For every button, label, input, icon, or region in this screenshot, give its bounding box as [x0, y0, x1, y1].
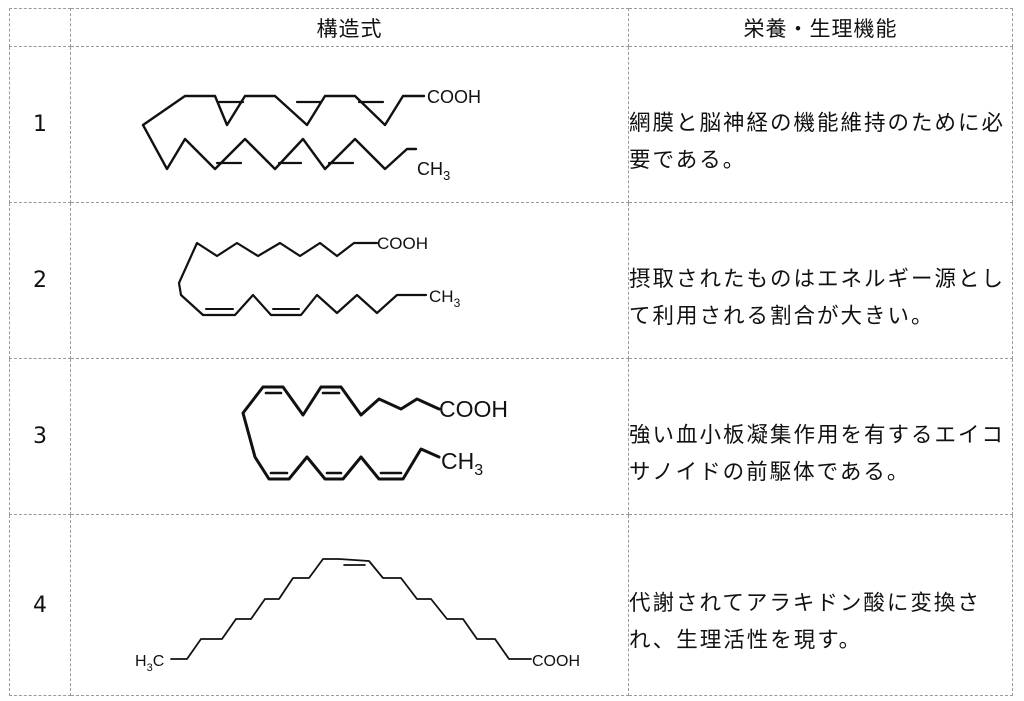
- methyl-label: CH3: [429, 287, 461, 310]
- carboxyl-label: COOH: [439, 396, 508, 422]
- structural-formula-1: COOH CH3: [141, 87, 481, 183]
- row-number: 4: [9, 514, 71, 696]
- header-cell-number: [9, 8, 71, 47]
- table-row: 3 COOH CH3 強い血小板凝集作用: [9, 358, 1013, 515]
- table-row: 2 COOH CH3 摂取されたものはエネルギー源として利用される割合が大きい。: [9, 202, 1013, 359]
- structural-formula-cell: COOH CH3: [70, 358, 629, 515]
- fatty-acid-table: 構造式 栄養・生理機能 1: [9, 8, 1013, 696]
- carboxyl-label: COOH: [377, 234, 428, 253]
- structural-formula-4: COOH H3C: [135, 558, 580, 674]
- carboxyl-label: COOH: [532, 653, 580, 670]
- table-row: 4 COOH H3C 代謝されてアラキドン酸に変換され、生理活性を現す。: [9, 514, 1013, 696]
- row-number: 3: [9, 358, 71, 515]
- row-number: 1: [9, 46, 71, 203]
- function-text: 代謝されてアラキドン酸に変換され、生理活性を現す。: [629, 591, 981, 653]
- structural-formula-cell: COOH CH3: [70, 46, 629, 203]
- function-cell: 摂取されたものはエネルギー源として利用される割合が大きい。: [628, 202, 1013, 359]
- methyl-label: H3C: [135, 653, 164, 674]
- function-text: 摂取されたものはエネルギー源として利用される割合が大きい。: [629, 266, 1006, 329]
- function-cell: 強い血小板凝集作用を有するエイコサノイドの前駆体である。: [628, 358, 1013, 515]
- methyl-label: CH3: [441, 448, 483, 479]
- structural-formula-3: COOH CH3: [241, 385, 508, 481]
- function-cell: 網膜と脳神経の機能維持のために必要である。: [628, 46, 1013, 203]
- table-row: 1 COOH CH3: [9, 46, 1013, 203]
- header-cell-function: 栄養・生理機能: [628, 8, 1013, 47]
- function-text: 網膜と脳神経の機能維持のために必要である。: [629, 110, 1006, 173]
- row-number: 2: [9, 202, 71, 359]
- header-cell-structure: 構造式: [70, 8, 629, 47]
- header-row: 構造式 栄養・生理機能: [9, 8, 1013, 47]
- carboxyl-label: COOH: [427, 87, 481, 107]
- structural-formula-cell: COOH CH3: [70, 202, 629, 359]
- function-cell: 代謝されてアラキドン酸に変換され、生理活性を現す。: [628, 514, 1013, 696]
- structural-formula-cell: COOH H3C: [70, 514, 629, 696]
- methyl-label: CH3: [417, 159, 450, 183]
- function-text: 強い血小板凝集作用を有するエイコサノイドの前駆体である。: [629, 422, 1006, 485]
- structural-formula-2: COOH CH3: [177, 234, 461, 317]
